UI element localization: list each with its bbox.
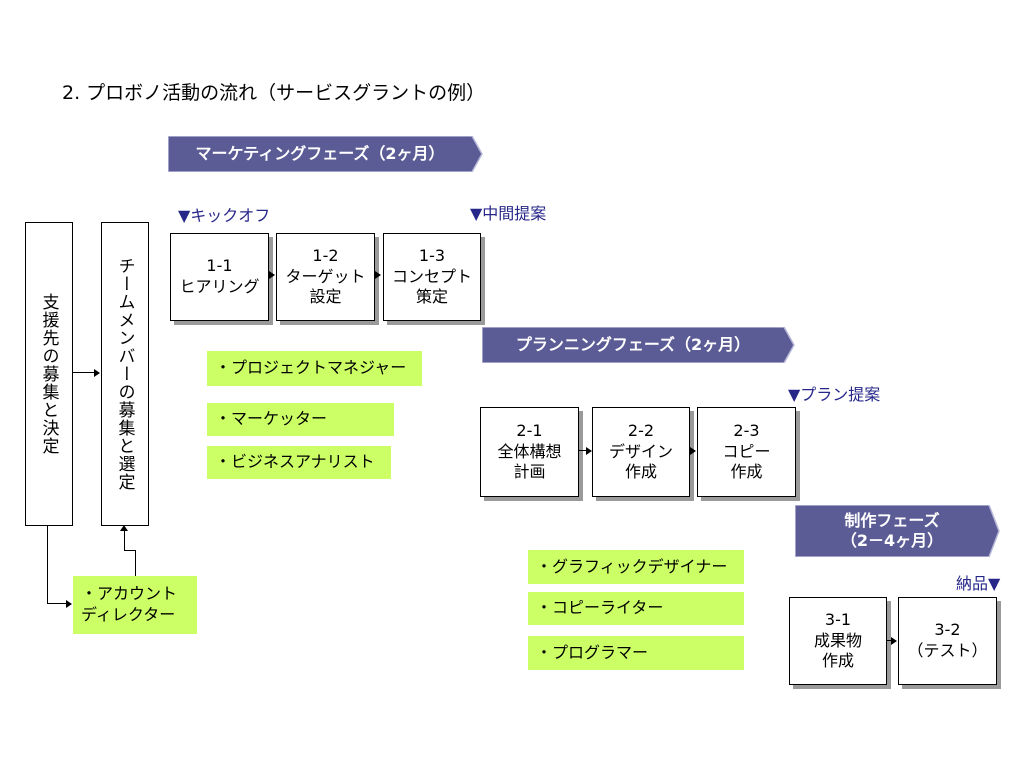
phase-production-line2: （2－4ヶ月） (840, 531, 944, 550)
connector-line (124, 530, 125, 550)
support-selection-box: 支援先の募集と決定 (25, 222, 73, 526)
connector-line (124, 550, 136, 551)
marker-interim: ▼中間提案 (470, 204, 547, 223)
role-business-analyst: ・ビジネスアナリスト (207, 446, 391, 479)
step-1-3-box: 1-3 コンセプト 策定 (383, 233, 481, 321)
step-3-2-box: 3-2 （テスト） (898, 597, 997, 685)
marker-plan-proposal: ▼プラン提案 (788, 385, 881, 404)
step-2-3-box: 2-3 コピー 作成 (697, 407, 796, 497)
team-selection-label: チームメンバーの募集と選定 (114, 257, 135, 491)
arrow-head (94, 369, 100, 377)
connector-line (47, 603, 67, 604)
phase-banner-planning: プランニングフェーズ（2ヶ月） (482, 327, 798, 363)
connector-line (887, 640, 892, 641)
phase-marketing-label: マーケティングフェーズ（2ヶ月） (195, 144, 445, 163)
arrow-head (120, 525, 128, 531)
arrow-head (269, 271, 275, 279)
team-selection-box: チームメンバーの募集と選定 (101, 222, 149, 526)
role-account-director: ・アカウント ディレクター (73, 576, 197, 634)
phase-production-label: 制作フェーズ （2－4ヶ月） (795, 505, 989, 557)
role-copywriter: ・コピーライター (528, 592, 744, 625)
marker-delivery: 納品▼ (956, 574, 1001, 593)
phase-banner-production: 制作フェーズ （2－4ヶ月） (795, 505, 1003, 557)
step-1-2-box: 1-2 ターゲット 設定 (276, 233, 375, 321)
banner-arrow-shape (168, 136, 483, 172)
step-3-1-box: 3-1 成果物 作成 (789, 597, 887, 685)
role-programmer: ・プログラマー (528, 636, 744, 670)
page-title: 2. プロボノ活動の流れ（サービスグラントの例） (62, 82, 486, 104)
arrow-head (66, 600, 72, 608)
role-graphic-designer: ・グラフィックデザイナー (528, 550, 744, 584)
banner-arrow-shape (795, 505, 1000, 557)
phase-banner-marketing: マーケティングフェーズ（2ヶ月） (168, 136, 484, 172)
banner-arrow-shape (482, 327, 795, 363)
marker-kickoff: ▼キックオフ (178, 206, 271, 225)
arrow-head (586, 447, 592, 455)
step-1-1-box: 1-1 ヒアリング (170, 233, 269, 321)
arrow-head (690, 447, 696, 455)
role-project-manager: ・プロジェクトマネジャー (207, 351, 422, 386)
arrow-head (375, 271, 381, 279)
arrow-head (891, 637, 897, 645)
connector-line (579, 450, 587, 451)
connector-line (47, 525, 48, 603)
phase-production-line1: 制作フェーズ (844, 511, 940, 530)
role-marketer: ・マーケッター (207, 403, 394, 436)
step-2-2-box: 2-2 デザイン 作成 (592, 407, 690, 497)
support-selection-label: 支援先の募集と決定 (38, 293, 59, 455)
phase-planning-label: プランニングフェーズ（2ヶ月） (515, 335, 751, 354)
connector-line (72, 372, 94, 373)
connector-line (135, 550, 136, 576)
step-2-1-box: 2-1 全体構想 計画 (480, 407, 579, 497)
